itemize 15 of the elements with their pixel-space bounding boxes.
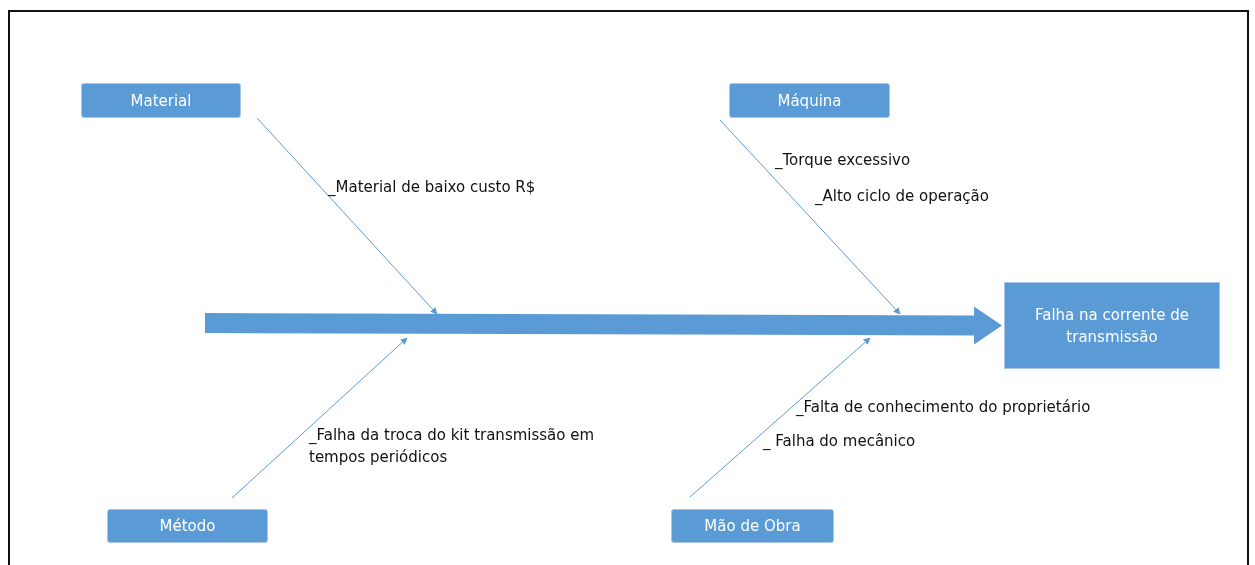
cause-label: _Falha da troca do kit transmissão em tempos periódicos xyxy=(309,425,596,468)
category-box: Material xyxy=(81,83,241,118)
cause-label: _Torque excessivo xyxy=(775,150,911,171)
cause-label: _Material de baixo custo R$ xyxy=(328,177,536,198)
arrow xyxy=(719,119,901,315)
cause-label: _Falta de conhecimento do proprietário xyxy=(796,397,1091,418)
cause-label: _Alto ciclo de operação xyxy=(815,186,989,207)
arrow xyxy=(256,117,438,315)
category-box: Máquina xyxy=(729,83,890,118)
category-box: Mão de Obra xyxy=(671,509,834,543)
arrow xyxy=(231,337,408,499)
cause-label: _ Falha do mecânico xyxy=(763,431,916,452)
effect-box: Falha na corrente de transmissão xyxy=(1004,282,1220,369)
category-box: Método xyxy=(107,509,268,543)
arrow xyxy=(689,337,871,498)
